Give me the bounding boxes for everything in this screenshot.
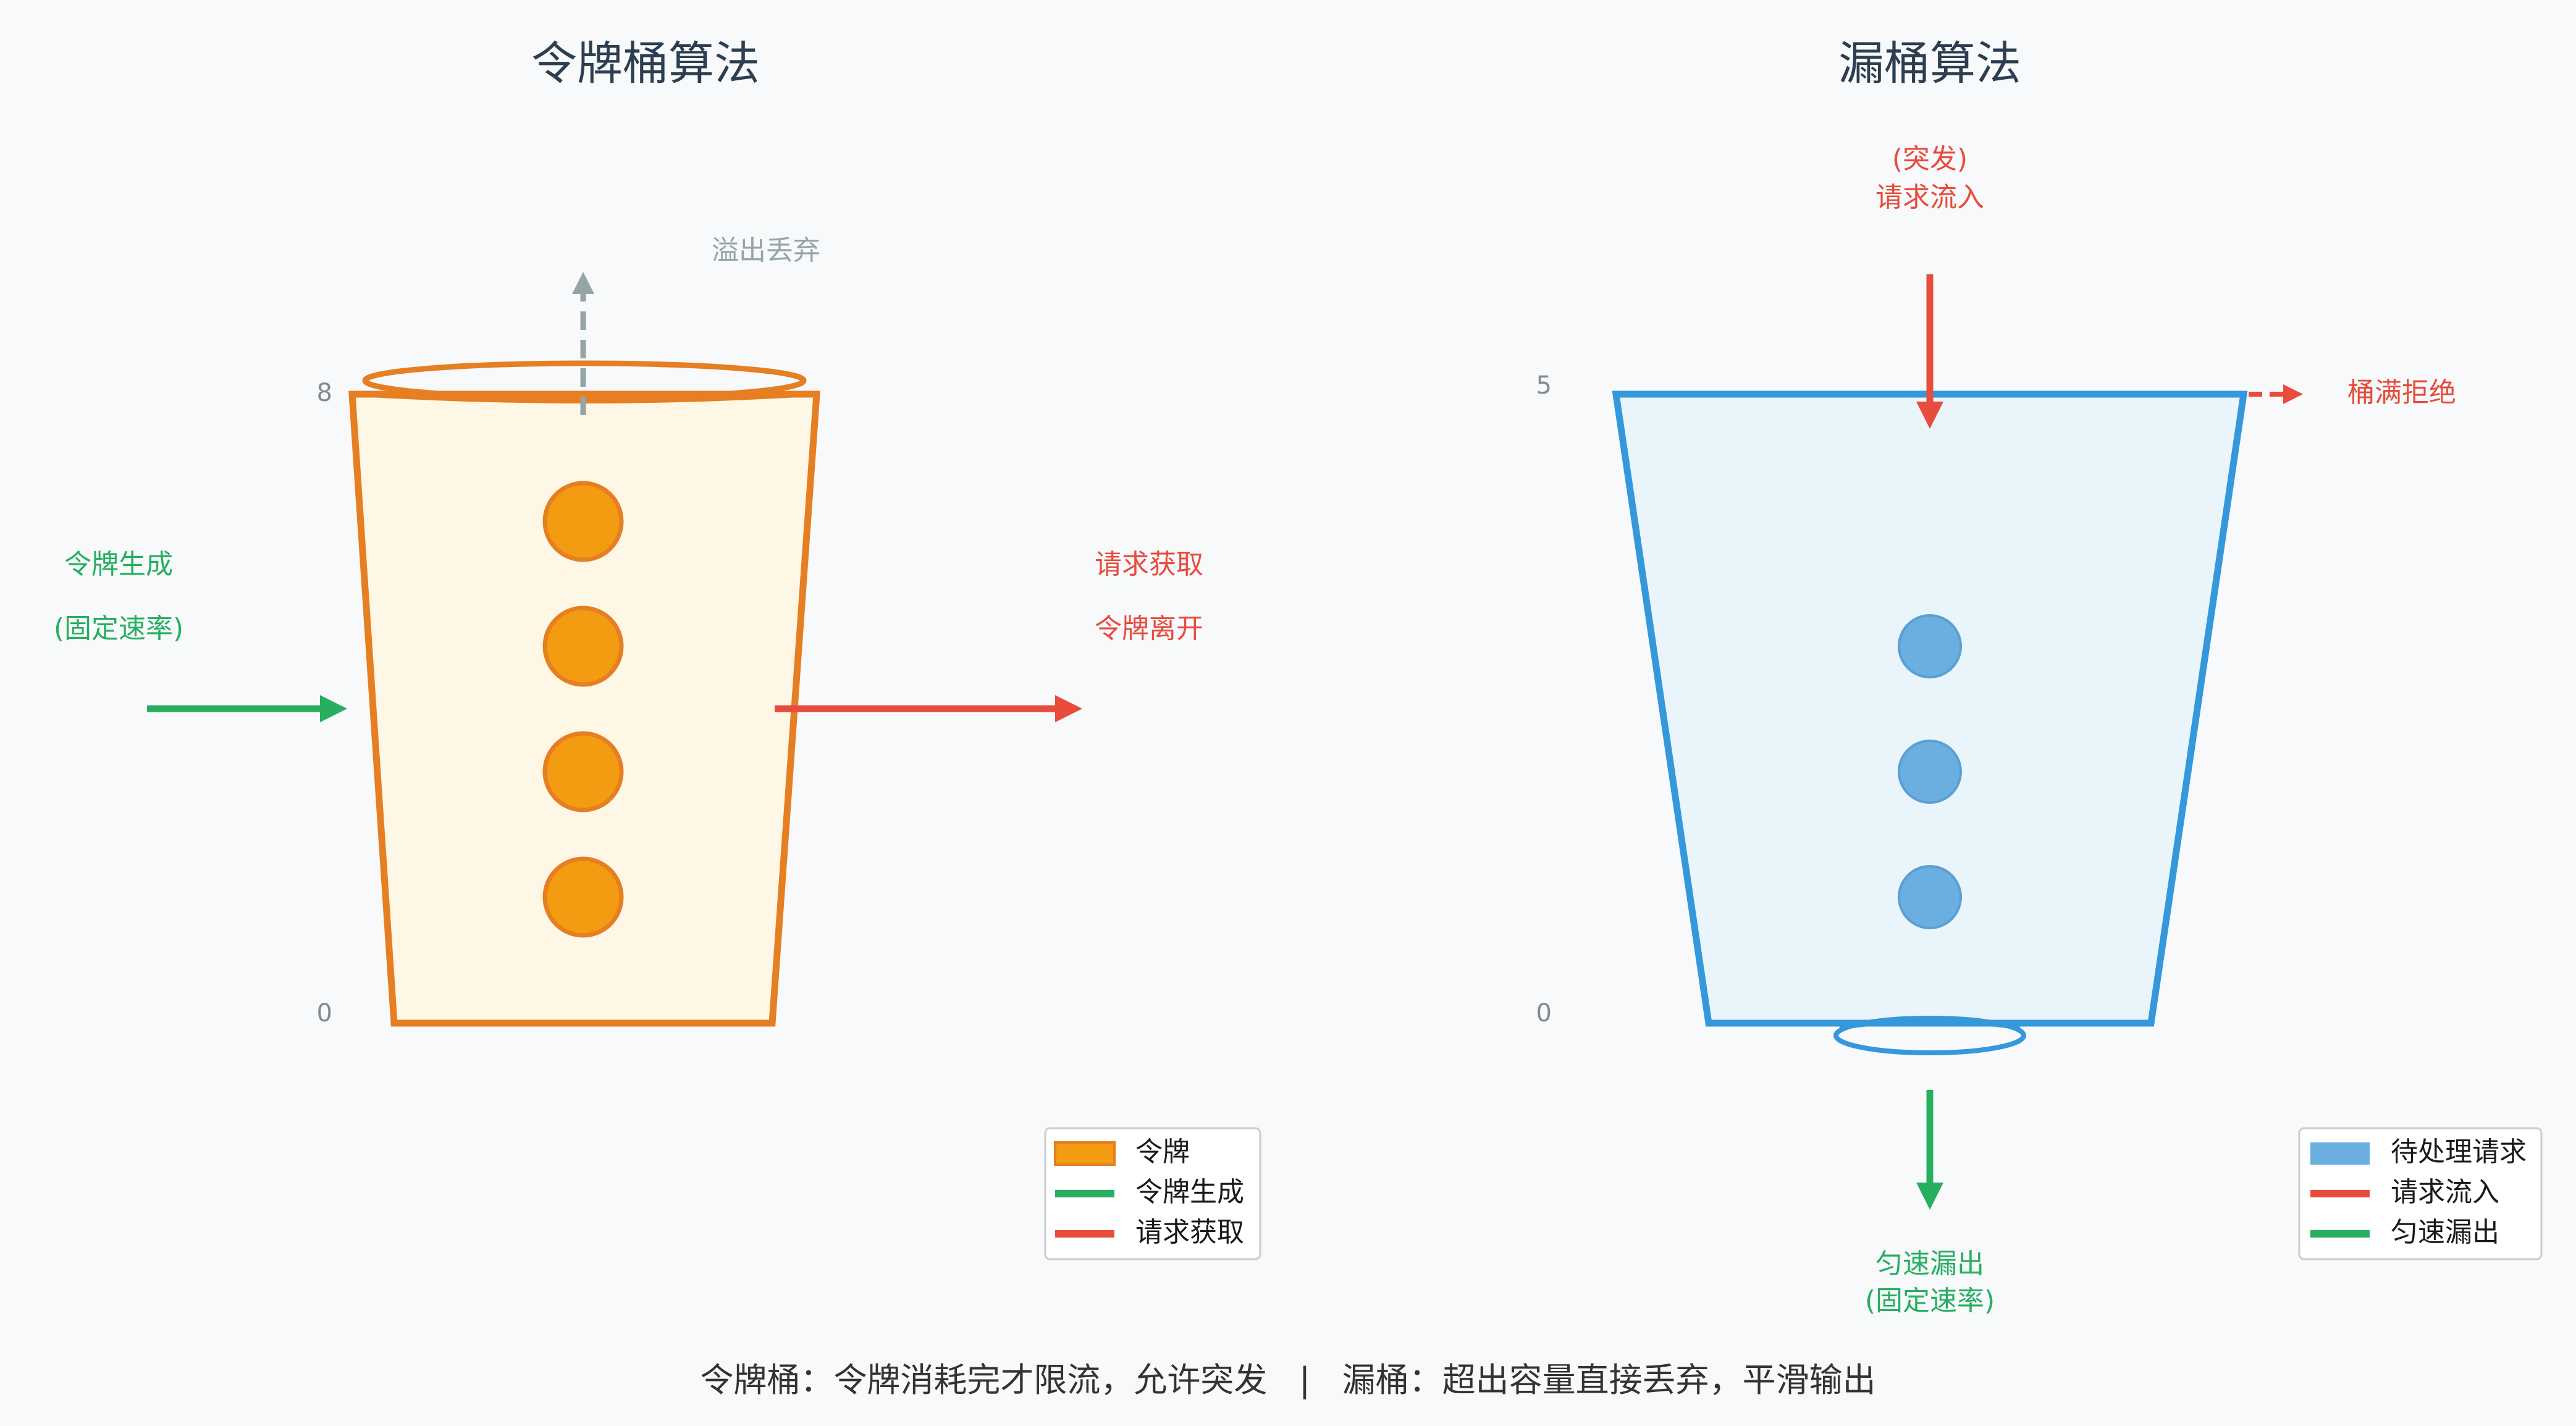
token-generate-rate-label: (固定速率) [54,613,183,644]
leak-label: 匀速漏出 [1875,1248,1984,1280]
legend-request-swatch [2310,1142,2370,1165]
burst-label: (突发) [1892,143,1968,175]
leak-rate-label: (固定速率) [1865,1285,1995,1317]
reject-label: 桶满拒绝 [2347,377,2456,408]
legend-generate-label: 令牌生成 [1135,1176,1244,1208]
request-group [1898,614,1962,929]
inflow-label: 请求流入 [1875,182,1984,213]
token-bucket-tick-bottom: 0 [317,999,332,1027]
legend-acquire-label: 请求获取 [1135,1217,1244,1248]
leaky-bucket-title: 漏桶算法 [1838,37,2021,90]
token-generate-label: 令牌生成 [64,549,173,580]
legend-inflow-label: 请求流入 [2391,1176,2499,1208]
footer-caption: 令牌桶：令牌消耗完才限流，允许突发 | 漏桶：超出容量直接丢弃，平滑输出 [700,1361,1875,1399]
token-leave-label: 令牌离开 [1095,613,1203,644]
legend-request-label: 待处理请求 [2391,1136,2527,1168]
token [542,605,624,687]
legend-token-swatch [1054,1141,1116,1166]
leaky-bucket-tick-bottom: 0 [1536,999,1552,1027]
pending-request [1898,740,1962,804]
token-bucket-tick-top: 8 [317,379,332,407]
pending-request [1898,865,1962,929]
leaky-bucket-legend: 待处理请求 请求流入 匀速漏出 [2298,1127,2543,1260]
legend-leak-label: 匀速漏出 [2391,1217,2499,1248]
leaky-bucket-tick-top: 5 [1536,371,1552,400]
token-bucket-title: 令牌桶算法 [531,37,760,90]
token-bucket-panel: 令牌桶算法 8 0 溢出丢弃 令牌生成 (固定速率) 请求获取 令牌离开 令牌 … [54,37,1261,1260]
token [542,856,624,938]
token-bucket-legend: 令牌 令牌生成 请求获取 [1044,1127,1261,1260]
token-group [542,481,624,938]
token [542,481,624,562]
leaky-bucket-panel: 漏桶算法 5 0 (突发) 请求流入 桶满拒绝 匀速漏出 (固定速率) 待处理请… [1536,37,2543,1317]
pending-request [1898,614,1962,678]
request-acquire-label: 请求获取 [1095,549,1203,580]
token [542,731,624,812]
leaky-bucket-outlet-shade [1839,1017,2021,1030]
overflow-label: 溢出丢弃 [712,235,820,266]
legend-token-label: 令牌 [1135,1136,1190,1168]
leaky-bucket-body [1612,390,2248,1027]
